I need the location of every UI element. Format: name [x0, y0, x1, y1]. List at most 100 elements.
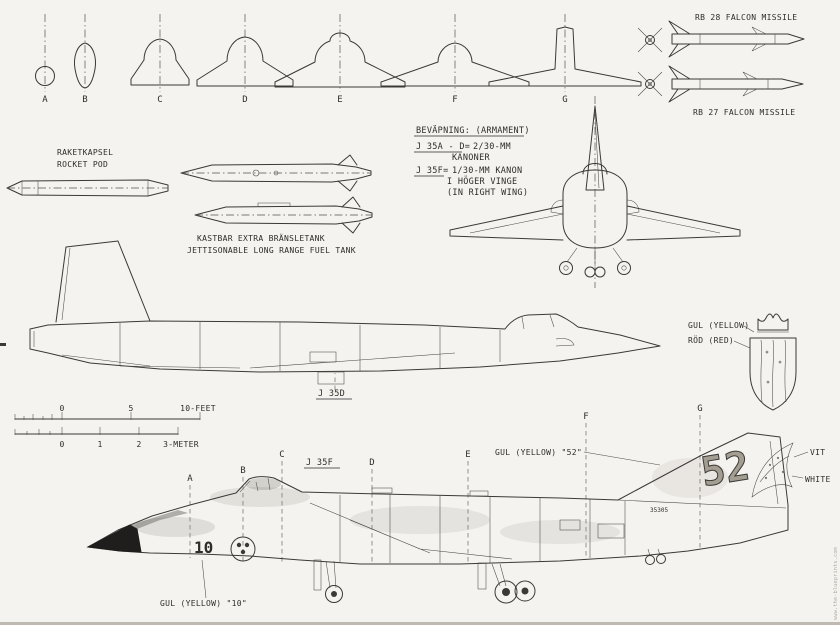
section-a-shape: [35, 66, 55, 86]
leader-line: [793, 451, 809, 458]
variant-label-upper: J 35D: [318, 389, 345, 399]
right-wing: [626, 205, 741, 241]
fin-white-label: WHITE: [805, 475, 831, 484]
leader-line: [201, 559, 207, 599]
cross-section-f: F: [380, 14, 530, 105]
meter-ticks: [14, 427, 179, 435]
missile-panel-lines: [699, 79, 769, 89]
nose-gear: [313, 559, 343, 603]
rocket-pod: RAKETKAPSEL ROCKET POD: [6, 148, 169, 197]
tank-fins: [337, 154, 358, 192]
exhaust-nozzle: [29, 329, 35, 349]
feet-tick-5: 5: [128, 404, 133, 413]
section-label-d: D: [242, 95, 247, 105]
shield-dot: [778, 360, 782, 364]
fuel-tank: KASTBAR EXTRA BRÄNSLETANK JETTISONABLE L…: [180, 154, 373, 255]
gear-door-panel: [317, 371, 345, 385]
bird-outline: [751, 442, 794, 498]
variant-label-lower: J 35F: [306, 458, 333, 468]
left-wing: [449, 205, 564, 241]
roundel: [230, 536, 256, 562]
section-label-g: G: [562, 95, 567, 105]
tank-pylon-lug: [257, 202, 291, 207]
feet-tick-10: 10-FEET: [180, 404, 216, 413]
station-label-e: E: [465, 450, 470, 460]
scan-mark: [0, 343, 6, 346]
rudder-line: [769, 440, 779, 505]
crown: [757, 313, 789, 331]
rocket-pod-label-sv: RAKETKAPSEL: [57, 148, 113, 157]
meter-tick-3: 3-METER: [163, 440, 199, 449]
main-wheel: [514, 580, 536, 602]
shield: [749, 337, 797, 411]
cross-section-d: D: [196, 14, 294, 105]
leader-line: [791, 475, 804, 479]
wheel-hub: [331, 591, 337, 597]
leader-line: [733, 340, 751, 349]
intake-side: [555, 338, 575, 347]
shield-dot: [766, 380, 770, 384]
nose-wheel: [325, 585, 343, 603]
armament-line1-model: J 35A - D=: [416, 142, 470, 152]
anti-glare-panel: [130, 510, 188, 529]
gear-strut: [325, 560, 337, 589]
feet-tick-0: 0: [59, 404, 64, 413]
air-intakes: [550, 199, 640, 215]
shield-dot: [765, 350, 769, 354]
armament-note: BEVÄPNING: (ARMAMENT) J 35A - D= 2/30-MM…: [414, 125, 529, 198]
canopy-frames: [521, 314, 555, 330]
heraldic-crest: GUL (YELLOW) RÖD (RED): [688, 313, 797, 411]
station-label-a: A: [187, 474, 193, 484]
vertical-fin-side: [55, 240, 151, 323]
fuel-tank-side-view: [194, 196, 373, 234]
main-gear: [477, 562, 536, 604]
missile-body-circle: [645, 35, 655, 45]
fuel-tank-label-en: JETTISONABLE LONG RANGE FUEL TANK: [187, 246, 356, 255]
section-label-a: A: [42, 95, 48, 105]
scale-bars: 0 5 10-FEET 0 1 2 3-METER: [14, 404, 216, 449]
meter-tick-2: 2: [136, 440, 141, 449]
tank-detail-circle: [252, 169, 260, 177]
station-label-g: G: [697, 404, 702, 414]
access-panel: [559, 519, 581, 531]
station-label-b: B: [240, 466, 245, 476]
tank-fins: [341, 196, 361, 234]
fuel-tank-top-view: [180, 154, 372, 192]
camo-blob: [245, 478, 281, 490]
front-view: [449, 96, 741, 288]
left-wing-hinge-line: [469, 213, 564, 234]
rb27-missile: RB 27 FALCON MISSILE: [637, 65, 804, 117]
camo-blob: [652, 458, 728, 498]
missile-tail-fins: [668, 20, 691, 58]
wheel-hub: [521, 587, 529, 595]
section-e-shape: [274, 32, 406, 88]
section-g-shape: [488, 26, 642, 87]
airbrake-panel: [597, 523, 625, 539]
section-label-e: E: [337, 95, 342, 105]
fuselage-outline: [29, 313, 661, 373]
right-wing-hinge-line: [626, 213, 721, 234]
section-label-b: B: [82, 95, 87, 105]
section-d-shape: [196, 36, 294, 87]
speckle-dot: [776, 456, 780, 460]
fin-base-line: [617, 499, 787, 509]
right-main-wheel: [617, 261, 631, 275]
canopy-frames: [239, 477, 271, 493]
missile-hub: [648, 38, 652, 42]
upper-side-view: J 35D: [29, 240, 661, 400]
access-panel: [309, 351, 337, 363]
rb28-label: RB 28 FALCON MISSILE: [695, 13, 797, 22]
speckle-dot: [781, 470, 785, 474]
radome-black-tip: [86, 524, 142, 553]
missile-fins-cross: [637, 71, 663, 97]
feet-ticks: [14, 412, 201, 420]
gear-door: [313, 559, 322, 591]
nose-yellow10-label: GUL (YELLOW) "10": [160, 599, 247, 608]
lower-side-view: A B C D E F G J 35F: [86, 404, 831, 608]
station-label-d: D: [369, 458, 374, 468]
cross-section-c: C: [130, 14, 190, 105]
missile-body-circle: [645, 79, 655, 89]
nose-wheel: [594, 266, 606, 278]
